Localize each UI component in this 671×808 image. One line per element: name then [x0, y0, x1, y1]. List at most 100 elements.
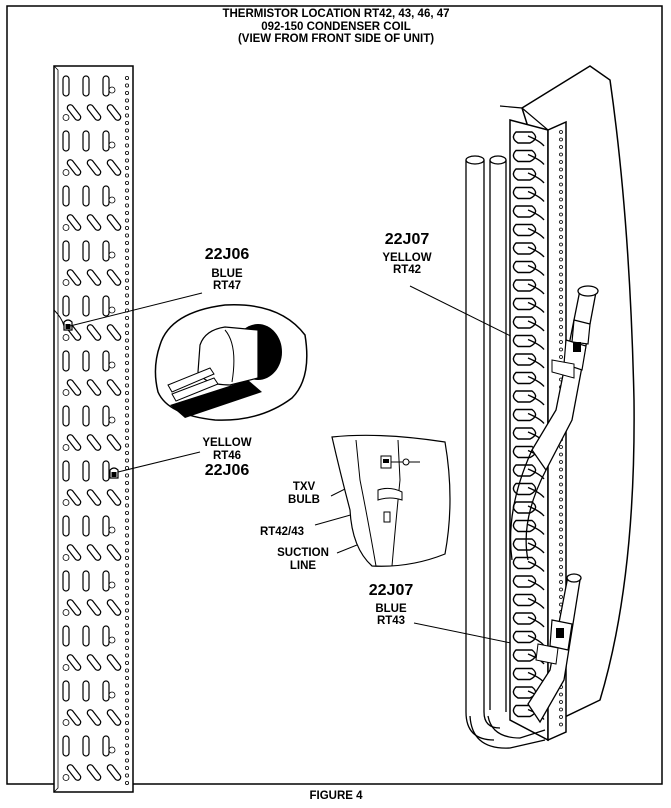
rivet-hole — [125, 113, 130, 118]
rivet-hole — [559, 175, 563, 179]
tube-hole — [62, 334, 70, 341]
slot-diagonal — [86, 544, 102, 561]
thermistor-clip-icon — [63, 319, 73, 331]
title-line-3: (VIEW FROM FRONT SIDE OF UNIT) — [237, 33, 435, 46]
tube-hole — [62, 279, 70, 286]
rivet-hole — [125, 713, 130, 718]
slot-vertical — [62, 625, 70, 647]
slot-diagonal — [66, 654, 82, 671]
slot-vertical — [62, 350, 70, 372]
return-bend-inner — [527, 597, 545, 609]
rivet-hole — [559, 145, 563, 149]
return-bend — [512, 371, 537, 385]
slot-vertical — [62, 735, 70, 757]
return-bend — [512, 279, 537, 292]
return-bend-inner — [527, 468, 545, 480]
rivet-hole — [559, 190, 563, 194]
slot-diagonal — [106, 599, 122, 616]
rivet-hole — [559, 227, 563, 232]
rivet-hole — [125, 586, 130, 591]
slot-diagonal — [66, 709, 82, 726]
rivet-hole — [125, 638, 130, 643]
rivet-hole — [559, 160, 563, 164]
rivet-hole — [125, 773, 130, 778]
rivet-hole — [125, 683, 130, 688]
return-bend-inner — [527, 505, 545, 517]
suction-line-2: LINE — [289, 559, 317, 572]
slot-diagonal — [106, 104, 122, 121]
rivet-hole — [559, 550, 563, 554]
sensor-id: RT47 — [212, 280, 242, 293]
rivet-hole — [125, 548, 130, 553]
return-bend-inner — [527, 190, 545, 202]
rivet-hole — [559, 587, 563, 592]
rivet-hole — [559, 137, 563, 142]
slot-vertical — [82, 350, 90, 372]
rivet-hole — [125, 698, 130, 703]
wire-color: BLUE — [211, 267, 243, 280]
tube-hole — [62, 169, 70, 176]
return-bend-inner — [527, 560, 545, 572]
rivet-hole — [125, 608, 130, 613]
rivet-hole — [125, 248, 130, 253]
slot-vertical — [62, 405, 70, 427]
figure-caption: FIGURE 4 — [309, 790, 363, 802]
rivet-hole — [559, 152, 563, 157]
callout-rt46: YELLOW RT46 22J06 — [188, 437, 266, 480]
rivet-hole — [559, 692, 563, 697]
rivet-hole — [125, 195, 130, 200]
condenser-coil — [465, 65, 635, 749]
return-bend — [512, 131, 537, 144]
rivet-hole — [559, 467, 563, 472]
slot-diagonal — [106, 654, 122, 671]
return-bend — [512, 667, 537, 681]
slot-diagonal — [106, 324, 122, 341]
rivet-hole — [559, 542, 563, 547]
return-bend — [512, 649, 537, 662]
slot-vertical — [62, 295, 70, 317]
rivet-hole — [125, 743, 130, 748]
title-line-1: THERMISTOR LOCATION RT42, 43, 46, 47 — [222, 8, 450, 20]
slot-diagonal — [106, 434, 122, 451]
rivet-hole — [559, 572, 563, 577]
rivet-hole — [125, 495, 130, 500]
slot-vertical — [62, 570, 70, 592]
rivet-hole — [559, 272, 563, 277]
connector-code: 22J06 — [204, 462, 250, 480]
rivet-hole — [559, 497, 563, 502]
return-bend — [512, 630, 537, 644]
thermistor-clip-icon — [109, 467, 119, 479]
rivet-hole — [125, 91, 130, 96]
slot-vertical — [82, 460, 90, 482]
rivet-hole — [125, 338, 130, 343]
rivet-hole — [125, 488, 130, 493]
rivet-hole — [559, 505, 563, 509]
slot-vertical — [102, 405, 110, 427]
slot-vertical — [62, 460, 70, 482]
return-bend-inner — [527, 172, 545, 184]
rivet-hole — [559, 295, 563, 299]
rivet-hole — [559, 257, 563, 262]
slot-vertical — [102, 515, 110, 537]
return-bend — [512, 334, 537, 348]
rivet-hole — [559, 482, 563, 487]
rivet-hole — [125, 143, 130, 148]
rivet-hole — [559, 340, 563, 344]
rivet-hole — [125, 728, 130, 733]
return-bend — [512, 427, 537, 440]
slot-vertical — [102, 295, 110, 317]
slot-vertical — [102, 680, 110, 702]
tube-hole — [62, 444, 70, 451]
rivet-hole — [125, 218, 130, 223]
rivet-hole — [125, 473, 130, 478]
return-bend-inner — [527, 375, 545, 387]
slot-diagonal — [106, 764, 122, 781]
return-bend-inner — [527, 246, 545, 258]
slot-vertical — [62, 680, 70, 702]
rivet-hole — [125, 315, 130, 320]
rivet-hole — [125, 458, 130, 463]
rivet-hole — [125, 706, 130, 711]
slot-vertical — [82, 570, 90, 592]
rivet-hole — [125, 76, 130, 81]
rivet-hole — [559, 197, 563, 202]
